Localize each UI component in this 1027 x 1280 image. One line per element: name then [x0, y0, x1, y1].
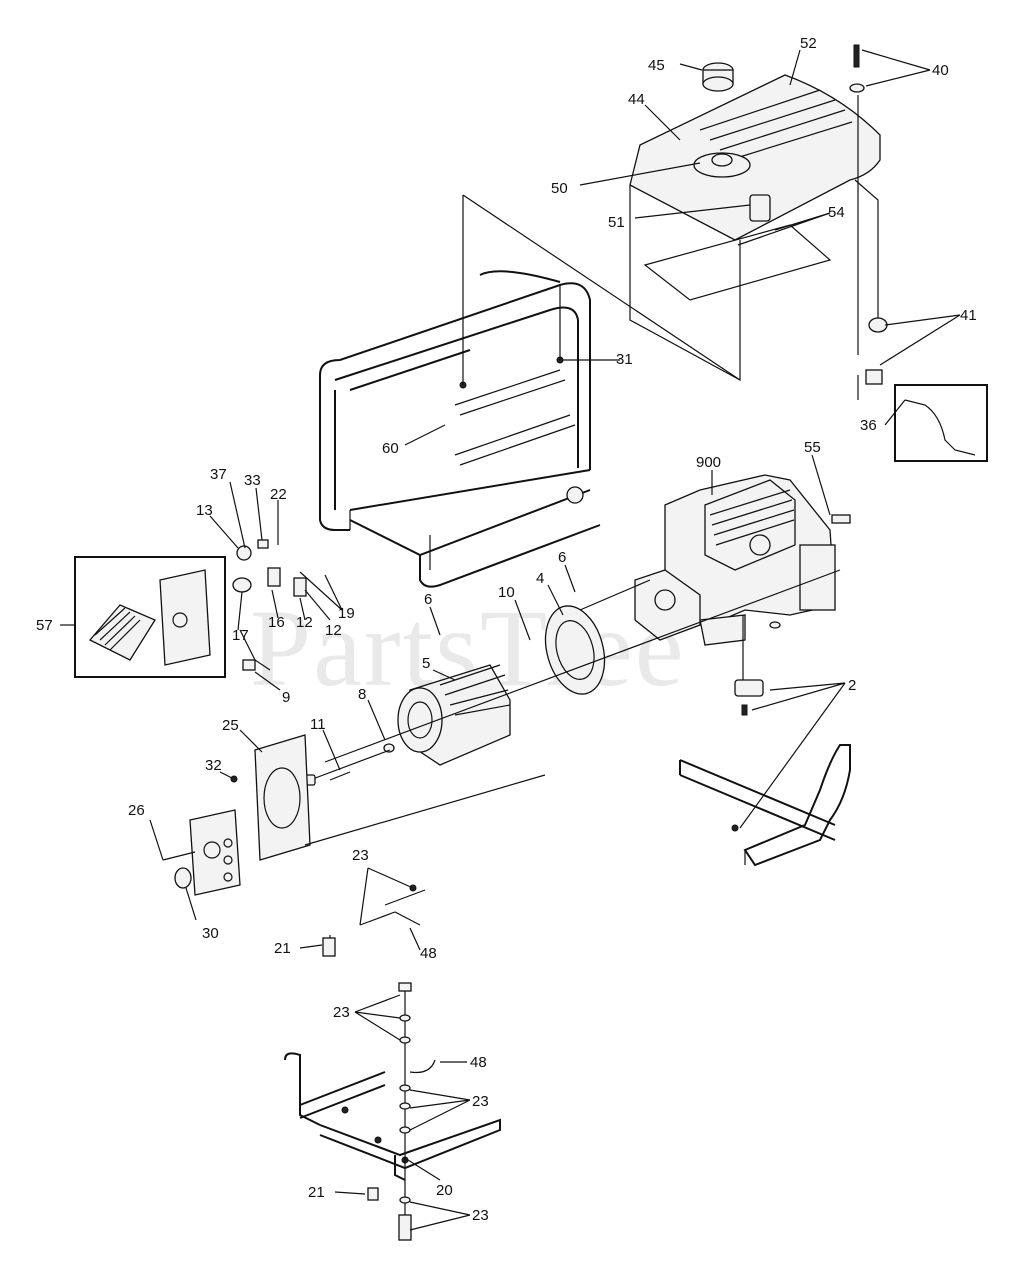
callout-11: 11: [310, 716, 326, 733]
fuel-tank: [629, 74, 881, 382]
callout-54: 54: [828, 204, 845, 221]
washer-8: [383, 743, 395, 753]
decal-55: [831, 514, 851, 524]
gas-cap: [702, 62, 734, 92]
callout-20: 20: [436, 1182, 453, 1199]
panel-inset: [74, 556, 226, 678]
callout-36: 36: [860, 417, 877, 434]
callout-17: 17: [232, 627, 249, 644]
callout-48a: 48: [420, 945, 437, 962]
leader-lines: [60, 49, 961, 1231]
callout-16: 16: [268, 614, 285, 631]
outlet-cover: [174, 867, 192, 889]
bearing-carrier: [544, 605, 606, 695]
control-panel: [189, 809, 241, 896]
callout-2: 2: [848, 677, 856, 694]
callout-33: 33: [244, 472, 261, 489]
stator: [397, 664, 511, 766]
fuel-line-inset: [894, 384, 988, 462]
callout-60: 60: [382, 440, 399, 457]
callout-25: 25: [222, 717, 239, 734]
callout-40: 40: [932, 62, 949, 79]
callout-41: 41: [960, 307, 977, 324]
callout-45: 45: [648, 57, 665, 74]
callout-10: 10: [498, 584, 515, 601]
callout-22: 22: [270, 486, 287, 503]
callout-8: 8: [358, 686, 366, 703]
callout-23b: 23: [333, 1004, 350, 1021]
callout-23d: 23: [472, 1207, 489, 1224]
callout-52: 52: [800, 35, 817, 52]
callout-4: 4: [536, 570, 544, 587]
rear-bearing-carrier: [254, 734, 311, 861]
cradle-right: [679, 744, 851, 867]
callout-12b: 12: [325, 622, 342, 639]
callout-12a: 12: [296, 614, 313, 631]
callout-21b: 21: [308, 1184, 325, 1201]
callout-6b: 6: [424, 591, 432, 608]
callout-23c: 23: [472, 1093, 489, 1110]
callout-57: 57: [36, 617, 53, 634]
callout-6a: 6: [558, 549, 566, 566]
callout-900: 900: [696, 454, 721, 471]
callout-44: 44: [628, 91, 645, 108]
callout-13: 13: [196, 502, 213, 519]
callout-37: 37: [210, 466, 227, 483]
callout-50: 50: [551, 180, 568, 197]
callout-55: 55: [804, 439, 821, 456]
callout-5: 5: [422, 655, 430, 672]
engine: [634, 474, 836, 646]
callout-labels: 40 45 52 44 50 51 54 41 31 60 36 900 55 …: [36, 35, 977, 1224]
callout-51: 51: [608, 214, 625, 231]
callout-48b: 48: [470, 1054, 487, 1071]
callout-30: 30: [202, 925, 219, 942]
callout-21a: 21: [274, 940, 291, 957]
callout-26: 26: [128, 802, 145, 819]
callout-23a: 23: [352, 847, 369, 864]
callout-32: 32: [205, 757, 222, 774]
cradle-left: [284, 1052, 501, 1181]
callout-31: 31: [616, 351, 633, 368]
engine-mount: [734, 679, 764, 697]
callout-19: 19: [338, 605, 355, 622]
frame: [319, 270, 601, 588]
callout-9: 9: [282, 689, 290, 706]
bolt-40: [849, 44, 865, 93]
